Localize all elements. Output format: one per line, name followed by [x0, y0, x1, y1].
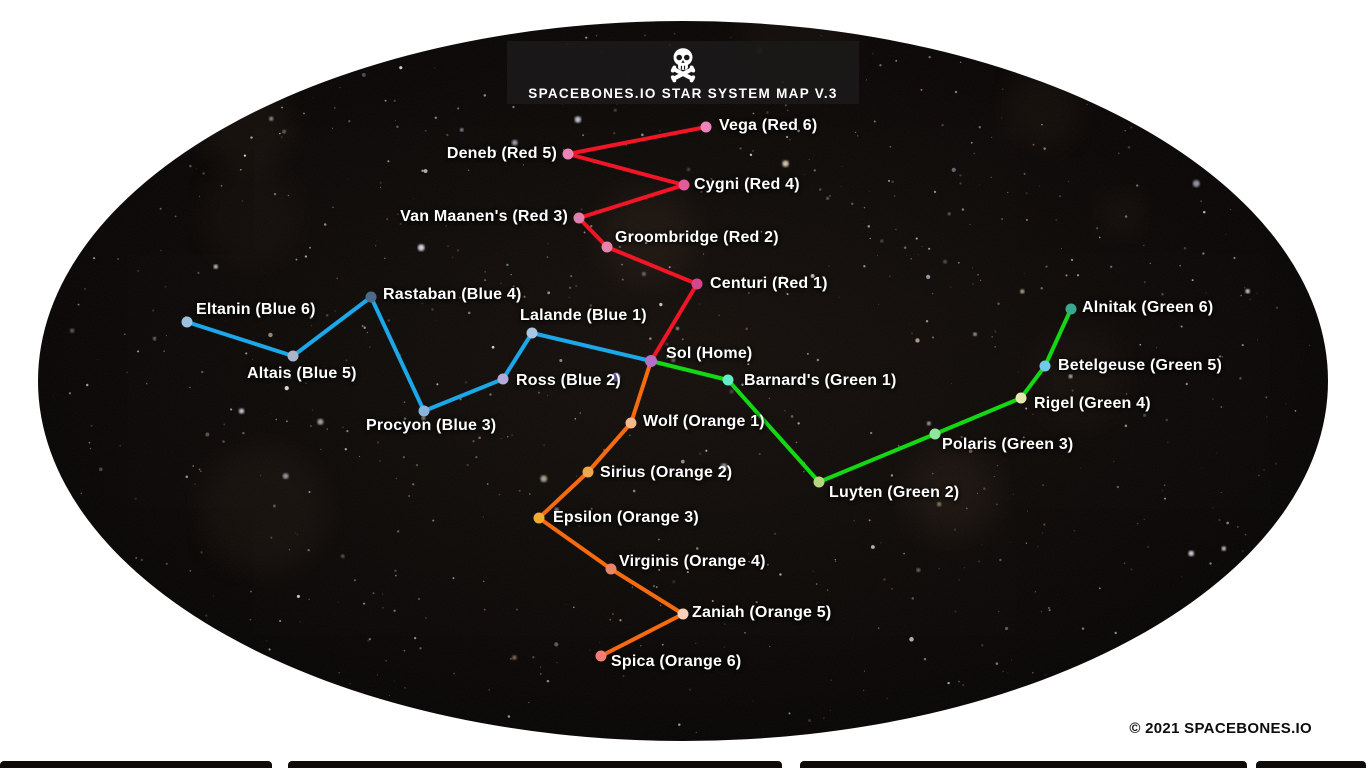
star-label-polaris-green-3[interactable]: Polaris (Green 3): [942, 436, 1074, 453]
star-dot-betelgeuse-green-5[interactable]: [1039, 360, 1051, 372]
star-dot-ross-blue-2[interactable]: [497, 373, 509, 385]
star-label-groombridge-red-2[interactable]: Groombridge (Red 2): [615, 229, 779, 246]
star-label-epsilon-orange-3[interactable]: Epsilon (Orange 3): [553, 509, 699, 526]
star-dot-sirius-orange-2[interactable]: [582, 466, 594, 478]
star-dot-zaniah-orange-5[interactable]: [677, 608, 689, 620]
lower-map-edge: [1256, 761, 1366, 768]
star-label-sol-home[interactable]: Sol (Home): [666, 345, 753, 362]
star-label-altais-blue-5[interactable]: Altais (Blue 5): [247, 365, 357, 382]
star-label-ross-blue-2[interactable]: Ross (Blue 2): [516, 372, 621, 389]
star-dot-alnitak-green-6[interactable]: [1065, 303, 1077, 315]
star-label-sirius-orange-2[interactable]: Sirius (Orange 2): [600, 464, 733, 481]
map-title-banner: SPACEBONES.IO STAR SYSTEM MAP V.3: [507, 41, 859, 104]
star-label-alnitak-green-6[interactable]: Alnitak (Green 6): [1082, 299, 1214, 316]
star-label-wolf-orange-1[interactable]: Wolf (Orange 1): [643, 413, 765, 430]
copyright-text: © 2021 SPACEBONES.IO: [1129, 720, 1312, 737]
star-dot-deneb-red-5[interactable]: [562, 148, 574, 160]
star-label-lalande-blue-1[interactable]: Lalande (Blue 1): [520, 307, 647, 324]
star-label-procyon-blue-3[interactable]: Procyon (Blue 3): [366, 417, 497, 434]
star-label-rigel-green-4[interactable]: Rigel (Green 4): [1034, 395, 1151, 412]
star-label-van-maanen-s-red-3[interactable]: Van Maanen's (Red 3): [400, 208, 568, 225]
star-dot-groombridge-red-2[interactable]: [601, 241, 613, 253]
star-dot-lalande-blue-1[interactable]: [526, 327, 538, 339]
star-dot-altais-blue-5[interactable]: [287, 350, 299, 362]
star-dot-vega-red-6[interactable]: [700, 121, 712, 133]
unlabeled-star-dot: [611, 372, 621, 382]
star-dot-wolf-orange-1[interactable]: [625, 417, 637, 429]
lower-map-edge: [800, 761, 1247, 768]
star-dot-virginis-orange-4[interactable]: [605, 563, 617, 575]
star-dot-cygni-red-4[interactable]: [678, 179, 690, 191]
star-dot-spica-orange-6[interactable]: [595, 650, 607, 662]
star-dot-rastaban-blue-4[interactable]: [365, 291, 377, 303]
star-label-deneb-red-5[interactable]: Deneb (Red 5): [446, 145, 557, 162]
star-dot-epsilon-orange-3[interactable]: [533, 512, 545, 524]
star-label-betelgeuse-green-5[interactable]: Betelgeuse (Green 5): [1058, 357, 1223, 374]
starfield: [38, 21, 1328, 741]
star-label-luyten-green-2[interactable]: Luyten (Green 2): [829, 484, 960, 501]
star-label-vega-red-6[interactable]: Vega (Red 6): [719, 117, 818, 134]
star-dot-luyten-green-2[interactable]: [813, 476, 825, 488]
star-dot-polaris-green-3[interactable]: [929, 428, 941, 440]
star-dot-sol-home[interactable]: [645, 355, 657, 367]
star-label-barnard-s-green-1[interactable]: Barnard's (Green 1): [744, 372, 897, 389]
star-label-eltanin-blue-6[interactable]: Eltanin (Blue 6): [196, 301, 316, 318]
star-label-spica-orange-6[interactable]: Spica (Orange 6): [611, 653, 742, 670]
star-label-centuri-red-1[interactable]: Centuri (Red 1): [710, 275, 828, 292]
star-dot-van-maanen-s-red-3[interactable]: [573, 212, 585, 224]
lower-map-edge: [0, 761, 272, 768]
star-label-virginis-orange-4[interactable]: Virginis (Orange 4): [619, 553, 766, 570]
star-label-zaniah-orange-5[interactable]: Zaniah (Orange 5): [692, 604, 832, 621]
skull-crossbones-icon: [670, 48, 696, 83]
map-title: SPACEBONES.IO STAR SYSTEM MAP V.3: [528, 86, 838, 101]
star-dot-barnard-s-green-1[interactable]: [722, 374, 734, 386]
star-label-rastaban-blue-4[interactable]: Rastaban (Blue 4): [383, 286, 522, 303]
star-dot-rigel-green-4[interactable]: [1015, 392, 1027, 404]
star-label-cygni-red-4[interactable]: Cygni (Red 4): [694, 176, 800, 193]
star-dot-procyon-blue-3[interactable]: [418, 405, 430, 417]
star-dot-centuri-red-1[interactable]: [691, 278, 703, 290]
lower-map-edge: [288, 761, 782, 768]
star-dot-eltanin-blue-6[interactable]: [181, 316, 193, 328]
